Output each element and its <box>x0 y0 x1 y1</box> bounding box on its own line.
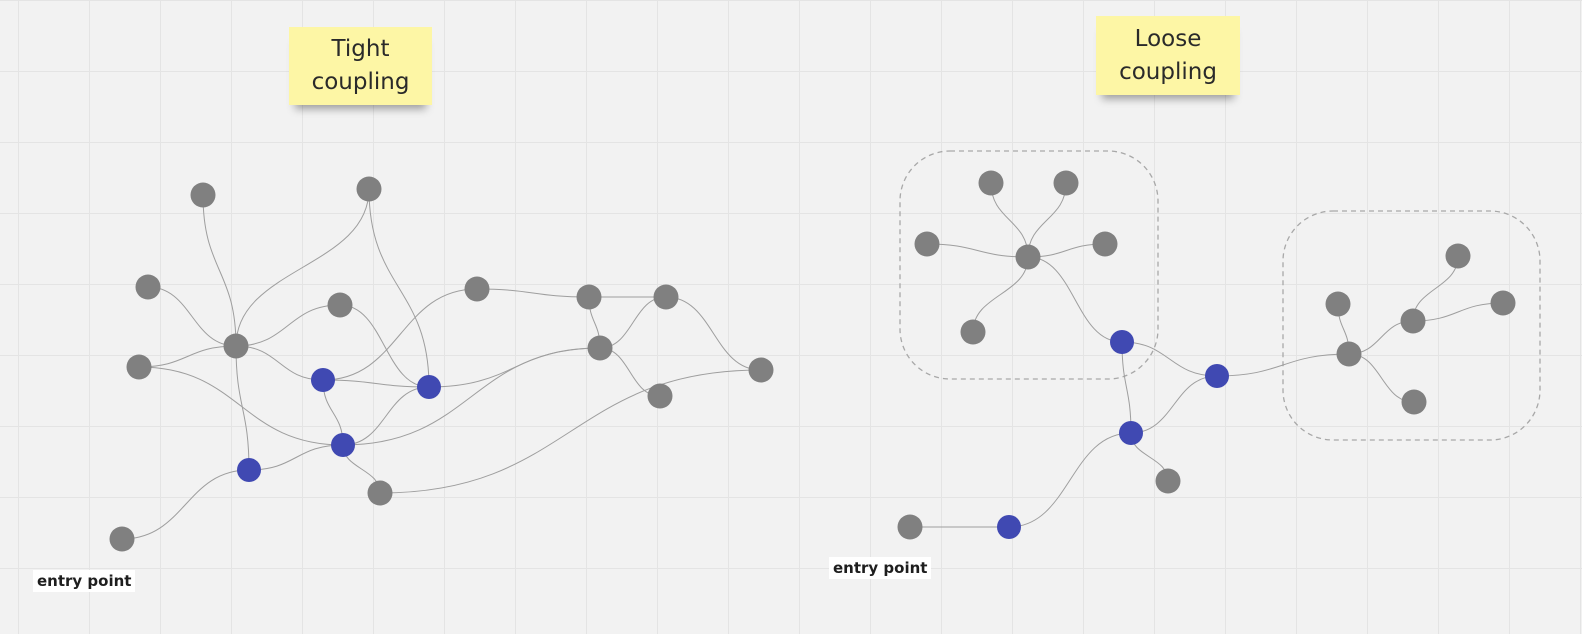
edge-d3-d4[interactable] <box>1008 432 1132 528</box>
highlighted-node-b1[interactable] <box>311 368 335 392</box>
node-a6[interactable] <box>576 284 602 310</box>
node-c1[interactable] <box>978 170 1004 196</box>
service-group-1[interactable] <box>899 150 1159 380</box>
node-c5[interactable] <box>1015 244 1041 270</box>
highlighted-node-d1[interactable] <box>1110 330 1134 354</box>
edge-d1-d3[interactable] <box>1121 341 1132 434</box>
node-a7[interactable] <box>653 284 679 310</box>
edge-c6-c5[interactable] <box>972 256 1029 333</box>
edge-b4-a14[interactable] <box>121 469 250 540</box>
edge-d2-d3[interactable] <box>1130 375 1218 434</box>
edge-d2-c11[interactable] <box>1216 353 1350 377</box>
node-a2[interactable] <box>356 176 382 202</box>
edge-c3-c5[interactable] <box>926 243 1029 258</box>
node-c12[interactable] <box>1401 389 1427 415</box>
edge-a7-a10[interactable] <box>599 296 667 349</box>
node-c3[interactable] <box>914 231 940 257</box>
node-c7[interactable] <box>1445 243 1471 269</box>
edge-a2-a8[interactable] <box>235 188 370 347</box>
node-a4[interactable] <box>327 292 353 318</box>
node-c11[interactable] <box>1336 341 1362 367</box>
entry-point-label-left[interactable]: entry point <box>33 570 136 592</box>
node-c9[interactable] <box>1490 290 1516 316</box>
edges <box>121 182 1504 540</box>
group-boundaries <box>899 150 1541 441</box>
highlighted-node-d3[interactable] <box>1119 421 1143 445</box>
edge-a9-a8[interactable] <box>138 345 237 368</box>
node-c10[interactable] <box>1400 308 1426 334</box>
sticky-note-loose-coupling[interactable]: Loose coupling <box>1096 16 1240 95</box>
edge-a1-a8[interactable] <box>202 194 237 347</box>
highlighted-node-b4[interactable] <box>237 458 261 482</box>
edge-a8-b4[interactable] <box>235 345 250 471</box>
node-c14[interactable] <box>897 514 923 540</box>
edge-a7-a11[interactable] <box>665 296 762 371</box>
node-a11[interactable] <box>748 357 774 383</box>
node-a1[interactable] <box>190 182 216 208</box>
entry-point-label-right[interactable]: entry point <box>829 557 932 579</box>
edge-b2-b3[interactable] <box>342 386 430 446</box>
nodes <box>109 170 1516 552</box>
node-c6[interactable] <box>960 319 986 345</box>
node-c13[interactable] <box>1155 468 1181 494</box>
node-a8[interactable] <box>223 333 249 359</box>
highlighted-node-b2[interactable] <box>417 375 441 399</box>
edge-b3-b4[interactable] <box>248 444 344 471</box>
node-a3[interactable] <box>135 274 161 300</box>
edge-c10-c9[interactable] <box>1412 302 1504 322</box>
edge-a3-a8[interactable] <box>147 286 237 347</box>
node-c2[interactable] <box>1053 170 1079 196</box>
edge-a5-b1[interactable] <box>322 288 478 381</box>
highlighted-node-d2[interactable] <box>1205 364 1229 388</box>
edge-a8-b1[interactable] <box>235 345 324 381</box>
node-a10[interactable] <box>587 335 613 361</box>
node-a14[interactable] <box>109 526 135 552</box>
edge-c5-d1[interactable] <box>1027 256 1123 343</box>
edge-b3-a10[interactable] <box>342 347 601 446</box>
sticky-note-text: Loose coupling <box>1119 25 1217 85</box>
sticky-note-text: Tight coupling <box>311 36 410 95</box>
node-a12[interactable] <box>647 383 673 409</box>
edge-a4-b2[interactable] <box>339 304 430 388</box>
edge-b1-b2[interactable] <box>322 379 430 388</box>
node-a13[interactable] <box>367 480 393 506</box>
highlighted-node-d4[interactable] <box>997 515 1021 539</box>
edge-a13-a11[interactable] <box>379 369 762 494</box>
node-a5[interactable] <box>464 276 490 302</box>
edge-d1-d2[interactable] <box>1121 341 1218 377</box>
node-c8[interactable] <box>1325 291 1351 317</box>
service-group-2[interactable] <box>1282 210 1541 441</box>
edge-a9-b3[interactable] <box>138 366 344 446</box>
edge-a2-b2[interactable] <box>368 188 430 388</box>
highlighted-node-b3[interactable] <box>331 433 355 457</box>
edge-a5-a6[interactable] <box>476 288 590 298</box>
node-a9[interactable] <box>126 354 152 380</box>
edge-a4-a8[interactable] <box>235 304 341 347</box>
sticky-note-tight-coupling[interactable]: Tight coupling <box>289 27 432 105</box>
node-c4[interactable] <box>1092 231 1118 257</box>
